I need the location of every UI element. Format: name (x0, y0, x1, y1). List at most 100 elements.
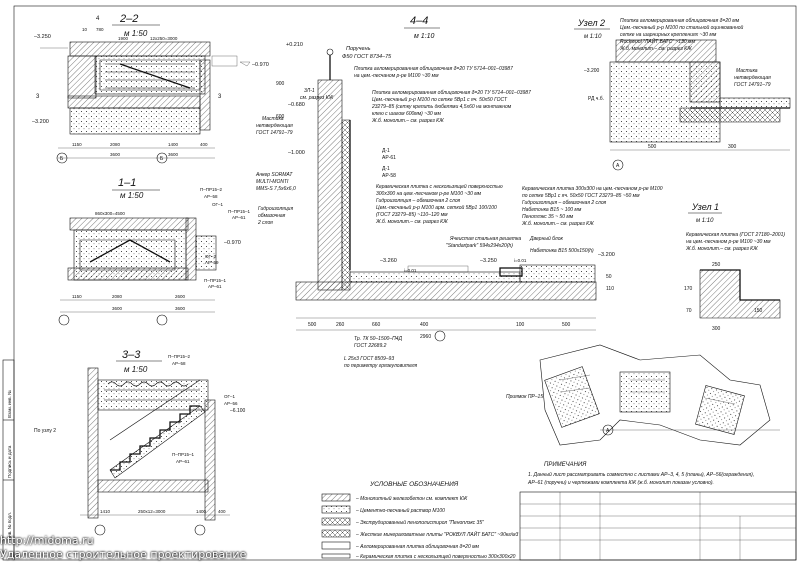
node-1: Узел 1 м 1:10 Керамическая плитка (ГОСТ … (684, 202, 785, 332)
lvl-m3260: –3.260 (380, 258, 397, 264)
section-1-1-scale: м 1:50 (120, 191, 144, 200)
s33-mark-3: ОГ–1 (224, 394, 235, 399)
legend-item-2: – Цементно-песчаный раствор М100 (355, 507, 445, 514)
s22-dim-b4: 1400 (168, 142, 179, 147)
lvl-m3200: –3.200 (32, 119, 49, 125)
s44-tile4f: Ж.б. монолит.– см. разрез КЖ (521, 221, 594, 227)
node-2-title: Узел 2 (577, 18, 605, 28)
u2-l3: сетке на шарнирных креплениях ~30 мм (620, 32, 717, 38)
legend-item-4: – Жесткие минераловатные плиты "РОКВУЛ Л… (355, 530, 518, 538)
s44-slope1: i=0.01 (404, 268, 417, 273)
s44-vdim-3: 110 (606, 286, 614, 292)
s44-pipe2: ГОСТ 22689.2 (354, 343, 387, 349)
s44-tile4b: по сетке 5Вр1 с яч. 50х50 ГОСТ 23279–85 … (522, 193, 640, 199)
s33-mark-5: П–ПР15–1 (172, 452, 194, 457)
u2-l2: Цем.-песчаный р-р М100 по стальной оцинк… (620, 24, 744, 31)
s44-drain: Дверный блок (529, 235, 563, 242)
s11-dim-3: 3600 (112, 306, 123, 311)
u2-m1: Мастика (736, 68, 758, 74)
s22-dim-b1: 1150 (72, 142, 82, 147)
s44-hydro: Гидроизоляция (258, 206, 293, 212)
u1-dim-4: 300 (712, 326, 721, 332)
s33-level: –6.100 (230, 408, 246, 414)
s11-mark-2: АР–58 (204, 194, 218, 199)
s33-to-node: По узлу 2 (34, 428, 56, 434)
section-4-4-title: 4–4 (410, 15, 428, 27)
s44-tile2e: Ж.б. монолит.– см. разрез КЖ (371, 118, 444, 124)
s44-mastic3: ГОСТ 14791–79 (256, 130, 293, 136)
sheet-frame (13, 5, 797, 561)
s33-dim-1: 1410 (100, 509, 111, 514)
section-3-3: 3–3 м 1:50 П–ПР15–2 АР–58 ОГ–1 АР–56 П–П… (34, 349, 246, 536)
watermark-url[interactable]: http://midoma.ru (0, 534, 94, 547)
s11-dim-2: 2080 (112, 294, 123, 299)
node-1-scale: м 1:10 (696, 218, 714, 224)
section-2-2-scale: м 1:50 (124, 29, 148, 38)
s44-tile4c: Гидроизоляция – обмазочная 2 слоя (522, 200, 607, 206)
u2-m2: нетвердеющая (734, 75, 771, 81)
s33-dim-4: 400 (218, 509, 226, 514)
u2-dim-1: 500 (648, 144, 657, 150)
s44-tile2d: клею с шагом 600мм) ~30 мм (372, 111, 441, 117)
s44-angle: L 25х3 ГОСТ 8509–93 (344, 356, 394, 362)
legend-item-1: – Монолитный железобетон см. комплект КЖ (355, 495, 468, 502)
s22-dim-t4: 12х250=3000 (150, 36, 178, 41)
s44-tile3d: Цем.-песчаный р-р М100 арм. сеткой 5Вр1 … (376, 204, 497, 211)
s33-dim-3: 1400 (196, 509, 207, 514)
s22-dim-t2: 780 (96, 27, 104, 32)
s44-mark-4: АР-58 (382, 173, 396, 179)
s44-mark-3: Д-1 (382, 166, 390, 172)
s44-dim-2: 260 (336, 322, 345, 328)
s44-tile3b: 300х300 на цем.-песчаном р-ре М100 ~30 м… (376, 191, 482, 197)
s22-dim-t1: 10 (82, 27, 88, 32)
plan-axis: А (606, 428, 610, 434)
u2-l1: Плитка агломерированная облицовочная δ=2… (620, 18, 740, 24)
lvl-m0970b: –0.970 (224, 240, 241, 246)
s44-mastic: Мастика (262, 116, 284, 122)
notes-n1: 1. Данный лист рассматривать совместно с… (528, 471, 754, 478)
s44-anchor3: MMS-S 7,5х6х6,0 (256, 186, 296, 192)
section-2-2-title: 2–2 (119, 13, 138, 25)
legend-item-6: – Керамическая плитка с нескользящей пов… (355, 553, 516, 560)
s22-dim-b6: 3600 (168, 152, 179, 157)
s33-mark-4: АР–56 (224, 401, 238, 406)
u1-dim-5: 150 (754, 308, 763, 314)
side-strip (2, 359, 15, 561)
s11-dim-1: 1150 (72, 294, 82, 299)
s44-vdim-1: 900 (276, 81, 285, 87)
s44-handrail: Поручень (346, 46, 371, 52)
s44-mark-1: Д-1 (382, 148, 390, 154)
s44-hydro2: обмазочная (258, 213, 286, 219)
s44-tile4: Керамическая плитка 300х300 на цем.-песч… (522, 186, 663, 192)
s44-vdim-4: 50 (606, 274, 612, 280)
u2-ref: РД ч.б. (588, 96, 604, 102)
s44-cut-ref2: см. разрез КЖ (300, 95, 334, 101)
s44-tile1: Плитка агломерированная облицовочная δ=2… (354, 66, 513, 72)
s44-dim-3: 660 (372, 322, 381, 328)
s44-dim-1: 500 (308, 322, 317, 328)
s22-mark-3a: 3 (36, 94, 40, 100)
s33-mark-6: АР–61 (176, 459, 190, 464)
section-4-4-scale: м 1:10 (414, 33, 434, 40)
lvl-m0970: –0.970 (252, 62, 269, 68)
s44-cut-ref: 3Л-1 (304, 88, 315, 94)
s11-mark-3: ОГ–1 (212, 202, 223, 207)
u1-l1: Керамическая плитка (ГОСТ 27180–2001) (686, 232, 785, 238)
s11-mark-5: АР–61 (232, 215, 246, 220)
s11-mark-4: П–ПР15–1 (228, 209, 250, 214)
s44-dim-4: 400 (420, 322, 429, 328)
title-block (519, 491, 797, 561)
s44-handrail-std: Ф50 ГОСТ 8734–75 (342, 54, 392, 60)
s22-mark-3b: 3 (218, 94, 222, 100)
s11-mark-1: П–ПР15–2 (200, 187, 222, 192)
lvl-m1000: –1.000 (288, 150, 305, 156)
legend-title: УСЛОВНЫЕ ОБОЗНАЧЕНИЯ (369, 481, 459, 488)
u1-l3: Ж.б. монолит.– см. разрез КЖ (685, 246, 758, 252)
s44-tile2: Плитка агломерированная облицовочная δ=2… (372, 90, 531, 96)
s44-grate: Ячеистая стальная решетка (449, 236, 521, 242)
s44-tile1b: на цем.-песчаном р-ре М100 ~30 мм (354, 73, 439, 79)
s11-dim-4: 2600 (175, 294, 186, 299)
s11-dim-5: 3600 (175, 306, 186, 311)
s44-tile3c: Гидроизоляция – обмазочная 2 слоя (376, 198, 461, 204)
s44-tile2b: Цем.-песчаный р-р М100 по сетке 5Вр1 с я… (372, 96, 508, 103)
